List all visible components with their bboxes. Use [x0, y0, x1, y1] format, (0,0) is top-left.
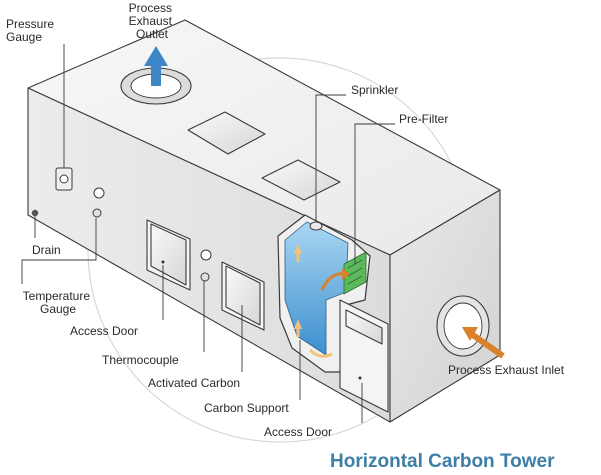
- drain-icon: [31, 209, 39, 217]
- label-pressure-gauge: Pressure Gauge: [6, 17, 57, 44]
- label-access-door-right: Access Door: [264, 425, 332, 439]
- label-access-door-left: Access Door: [70, 324, 138, 338]
- leader-lines: [21, 44, 395, 423]
- top-hatch-2: [261, 159, 341, 201]
- diagram-title: Horizontal Carbon Tower: [330, 451, 555, 472]
- label-carbon-support: Carbon Support: [204, 401, 289, 415]
- label-pre-filter: Pre-Filter: [399, 112, 448, 126]
- label-activated-carbon: Activated Carbon: [148, 376, 240, 390]
- pressure-gauge-icon: [55, 167, 73, 191]
- access-door-right: [339, 299, 389, 413]
- sprinkler-icon: [309, 214, 323, 231]
- exhaust-inlet-ring: [436, 295, 490, 357]
- label-temperature-gauge: Temperature Gauge: [23, 289, 94, 316]
- activated-carbon-panel: [221, 261, 265, 331]
- access-door-left: [146, 219, 191, 291]
- outlet-arrow-icon: [144, 46, 168, 86]
- thermocouple-icon: [200, 249, 212, 282]
- label-sprinkler: Sprinkler: [351, 83, 398, 97]
- airflow-arrows-icon: [294, 244, 350, 358]
- top-hatch-1: [187, 111, 266, 155]
- inlet-arrow-icon: [462, 327, 505, 359]
- temperature-gauge-icon: [92, 187, 105, 218]
- label-thermocouple: Thermocouple: [102, 353, 179, 367]
- label-process-exhaust-inlet: Process Exhaust Inlet: [448, 363, 565, 377]
- label-process-exhaust-outlet: Process Exhaust Outlet: [129, 1, 176, 41]
- label-drain: Drain: [32, 243, 61, 257]
